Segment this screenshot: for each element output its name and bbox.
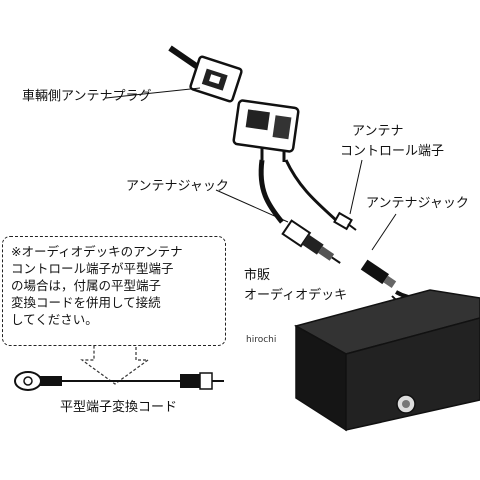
note-line: コントロール端子が平型端子 [11, 261, 174, 276]
label-antenna-control-line2: コントロール端子 [340, 144, 445, 159]
leader-antenna-jack-left [215, 189, 289, 223]
label-antenna-jack-right: アンテナジャック [366, 196, 469, 211]
note-line: の場合は，付属の平型端子 [11, 278, 162, 293]
antenna-cable [258, 159, 284, 224]
vehicle-antenna-plug [189, 55, 243, 103]
leader-antenna-jack-right [371, 213, 397, 251]
note-box: ※オーディオデッキのアンテナ コントロール端子が平型端子 の場合は，付属の平型端… [2, 236, 226, 346]
control-wire [284, 159, 340, 224]
leader-vehicle-plug [105, 87, 201, 99]
label-vehicle-antenna-plug: 車輛側アンテナプラグ [22, 89, 152, 104]
note-line: してください。 [11, 312, 98, 327]
note-line: ※オーディオデッキのアンテナ [11, 244, 183, 259]
deck-antenna-jack [360, 259, 397, 289]
label-commercial-line2: オーディオデッキ [244, 288, 348, 303]
note-line: 変換コードを併用して接続 [11, 295, 161, 310]
label-antenna-control-line1: アンテナ [352, 124, 404, 139]
control-terminal [333, 211, 357, 231]
label-antenna-jack-left: アンテナジャック [126, 179, 229, 194]
label-commercial-line1: 市販 [244, 268, 271, 283]
audio-deck [294, 289, 480, 432]
label-flat-terminal-cord: 平型端子変換コード [60, 400, 178, 415]
leader-control-terminal [349, 159, 363, 215]
antenna-jack-plug [281, 219, 341, 264]
watermark: hirochi [246, 335, 277, 345]
note-arrow [80, 343, 150, 385]
adapter-connector [232, 99, 300, 162]
flat-terminal-cord [14, 371, 224, 391]
